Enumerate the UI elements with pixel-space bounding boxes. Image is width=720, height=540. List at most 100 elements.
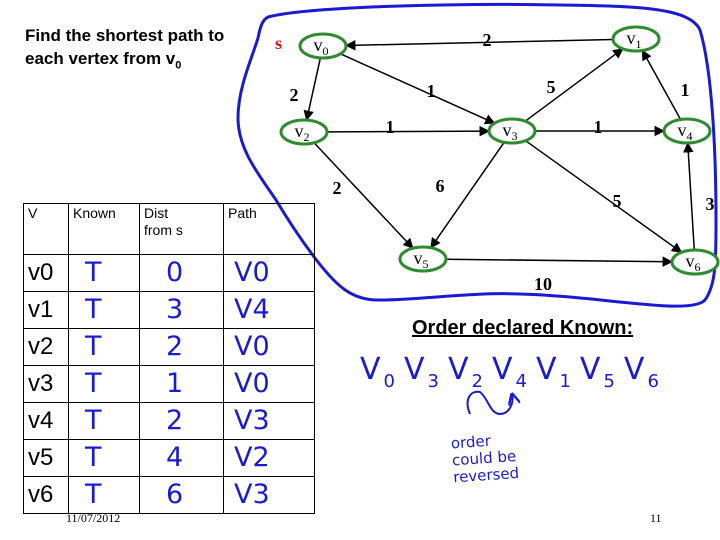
known-cell-text: T [85, 331, 102, 362]
path-cell: V0 [223, 328, 315, 366]
vertex-cell: v0 [23, 254, 69, 292]
order-item-sub: 5 [603, 371, 618, 392]
title-line-2-sub: 0 [175, 59, 182, 72]
dist-cell: 2 [139, 328, 224, 366]
order-item-letter: V [623, 352, 648, 387]
dist-cell-text: 2 [166, 405, 184, 436]
known-cell: T [68, 439, 140, 477]
vertex-cell-text: v4 [28, 407, 54, 434]
header-known: Known [68, 203, 140, 255]
dist-cell: 0 [139, 254, 224, 292]
order-item: V2 [448, 352, 486, 392]
order-item-sub: 1 [559, 371, 574, 392]
known-cell: T [68, 254, 140, 292]
path-cell-text: V3 [234, 405, 270, 436]
table-row: v6 T 6 V3 [23, 476, 315, 514]
dist-cell: 1 [139, 365, 224, 403]
dist-cell: 3 [139, 291, 224, 329]
dist-cell: 4 [139, 439, 224, 477]
node-v4: v4 [662, 117, 712, 145]
edge-v3-v5 [430, 141, 505, 249]
order-item-sub: 4 [515, 371, 530, 392]
header-path: Path [223, 203, 315, 255]
known-cell: T [68, 476, 140, 514]
source-marker: s [275, 33, 282, 53]
graph-boundary-outline [236, 2, 718, 308]
node-v3: v3 [487, 117, 537, 145]
header-dist-line2: from s [144, 222, 183, 238]
header-v: V [23, 203, 69, 255]
node-outline-v6 [670, 248, 720, 276]
known-cell-text: T [85, 405, 102, 436]
known-cell: T [68, 328, 140, 366]
edge-weight-v3-v1: 5 [547, 77, 556, 97]
order-item: V4 [492, 352, 530, 392]
vertex-cell-text: v1 [28, 296, 54, 323]
order-item-letter: V [579, 352, 604, 387]
title-line-2-text: each vertex from v [25, 49, 176, 68]
edge-v3-v1 [524, 48, 624, 122]
edge-v6-v4 [683, 141, 696, 251]
edge-weight-v3-v4: 1 [594, 117, 603, 137]
known-cell: T [68, 402, 140, 440]
node-outline-v0 [298, 32, 348, 60]
path-cell-text: V2 [234, 442, 270, 473]
node-v1: v1 [611, 25, 661, 53]
edge-weight-v4-v1: 1 [681, 80, 690, 100]
table-row: v3 T 1 V0 [23, 365, 315, 403]
order-item-letter: V [403, 352, 428, 387]
known-cell-text: T [85, 368, 102, 399]
order-item: V6 [623, 352, 662, 392]
path-cell: V2 [223, 439, 315, 477]
path-cell-text: V4 [234, 294, 270, 325]
order-item: V5 [579, 352, 618, 392]
edge-v2-v3 [326, 125, 491, 137]
path-cell: V3 [223, 402, 315, 440]
vertex-cell-text: v6 [28, 481, 54, 508]
node-outline-v5 [398, 245, 448, 273]
edge-v3-v6 [525, 140, 683, 253]
order-item-sub: 0 [383, 371, 398, 392]
table-row: v4 T 2 V3 [23, 402, 315, 440]
node-outline-v2 [279, 118, 329, 146]
vertex-cell-text: v3 [28, 370, 54, 397]
dist-cell-text: 6 [166, 479, 184, 510]
order-item: V0 [360, 352, 398, 392]
slide-date: 11/07/2012 [66, 511, 121, 525]
path-cell-text: V3 [234, 479, 270, 510]
vertex-cell: v1 [23, 291, 69, 329]
known-cell: T [68, 365, 140, 403]
dist-cell-text: 4 [166, 442, 184, 473]
vertex-cell: v6 [23, 476, 69, 514]
node-v2: v2 [279, 118, 329, 146]
order-item-letter: V [535, 352, 560, 387]
vertex-cell: v4 [23, 402, 69, 440]
edge-v0-v2 [303, 57, 322, 122]
order-item-sub: 2 [471, 371, 486, 392]
node-v6: v6 [670, 248, 720, 276]
path-cell-text: V0 [234, 368, 270, 399]
edge-v0-v3 [340, 53, 496, 125]
slide-number: 11 [650, 511, 662, 525]
dist-cell-text: 2 [166, 331, 184, 362]
dist-cell: 2 [139, 402, 224, 440]
known-cell-text: T [85, 257, 102, 288]
known-cell-text: T [85, 479, 102, 510]
vertex-cell: v2 [23, 328, 69, 366]
order-item: V3 [403, 352, 442, 392]
path-cell: V0 [223, 254, 315, 292]
path-cell: V0 [223, 365, 315, 403]
dist-cell-text: 3 [166, 294, 184, 325]
edge-v5-v6 [445, 256, 674, 267]
edge-weight-v5-v6: 10 [534, 274, 552, 294]
order-heading: Order declared Known: [412, 317, 634, 339]
known-cell: T [68, 291, 140, 329]
